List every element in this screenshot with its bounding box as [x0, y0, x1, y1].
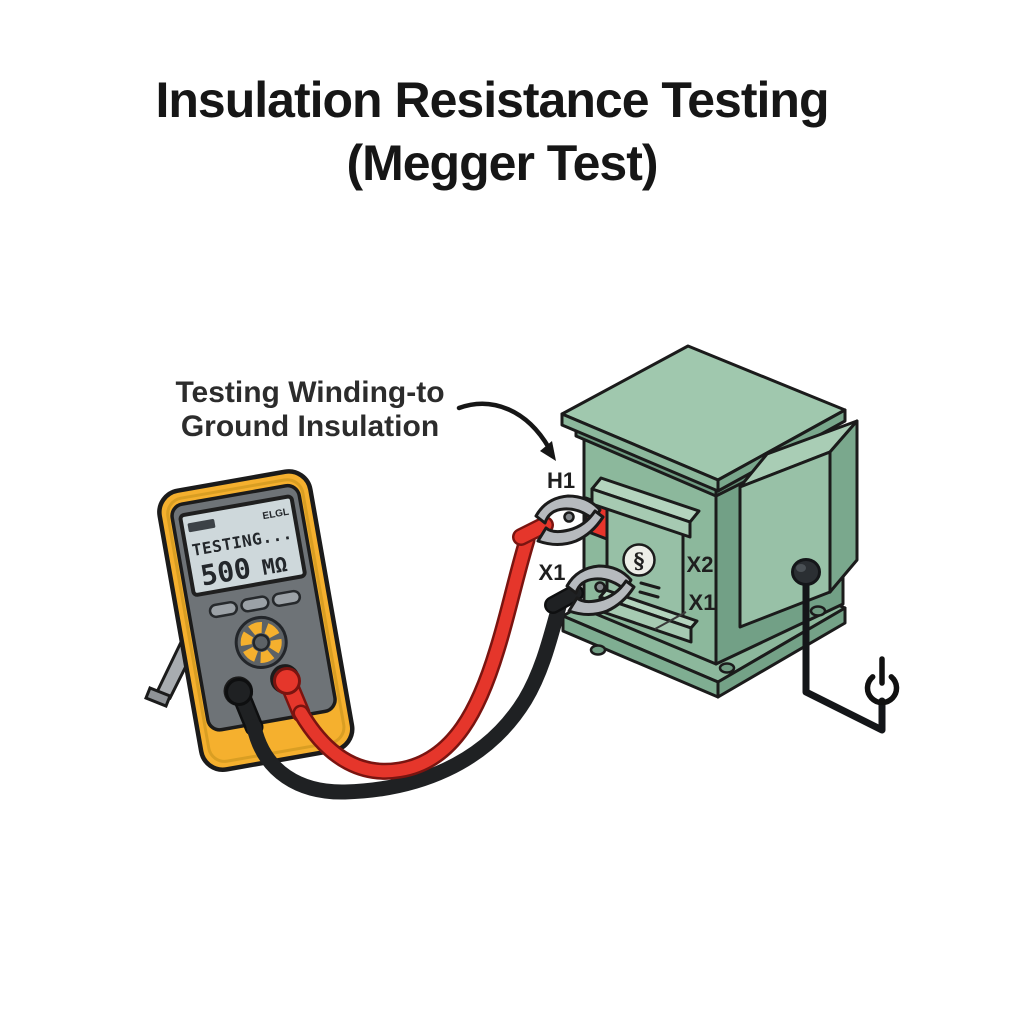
page-subtitle: (Megger Test) [346, 135, 657, 191]
mounting-hole [589, 644, 607, 656]
panel-label-x1: X1 [689, 590, 716, 615]
test-lead-red [295, 534, 533, 778]
annotation-arrow [456, 401, 556, 461]
black-clip-pivot [594, 581, 606, 593]
coil-emblem [622, 543, 656, 577]
knob-highlight [796, 564, 806, 572]
transformer-lid [560, 344, 847, 498]
winding-cover-panel: § [590, 476, 701, 644]
power-icon [864, 656, 900, 706]
meter-body-inner-edge [166, 478, 346, 763]
dial-center [252, 633, 270, 652]
terminal-label-h1: H1 [547, 468, 575, 493]
x1-leader-line [654, 611, 687, 630]
black-clip-boot [546, 586, 582, 612]
annotation-line-1: Testing Winding-to [175, 376, 444, 409]
red-clip-lower-jaw [536, 509, 605, 546]
annotation-line-2: Ground Insulation [181, 410, 439, 443]
lcd-reading-unit: MΩ [260, 552, 289, 580]
alligator-clip-black-lead [544, 564, 636, 616]
ground-wire [802, 579, 886, 734]
kickstand-foot [144, 686, 172, 708]
terminal-label-x1: X1 [539, 560, 566, 585]
black-clip-lower-jaw [567, 579, 636, 616]
coil-emblem-glyph: § [634, 548, 645, 573]
meter-button [271, 589, 302, 607]
arrow-curve [456, 401, 552, 451]
transformer: § [560, 344, 900, 734]
mounting-holes [589, 605, 827, 674]
meter-button [240, 595, 270, 613]
red-clip-boot [514, 518, 552, 544]
terminal-label-x2: X2 [687, 552, 714, 577]
test-lead-black [246, 595, 568, 800]
dial-ring [240, 621, 282, 663]
mounting-hole [718, 662, 736, 674]
mounting-hole [809, 605, 827, 617]
lcd-brand-text: ELGL [262, 507, 290, 522]
rating-marks [638, 581, 661, 599]
alligator-clip-red-lead [512, 494, 605, 546]
page-title: Insulation Resistance Testing [155, 72, 828, 128]
lcd-badge [187, 519, 216, 533]
red-plug-head [273, 667, 301, 695]
meter-dial [234, 615, 288, 669]
meter-buttons [208, 589, 302, 619]
ground-terminal-knob [791, 558, 821, 586]
meter-button [208, 600, 239, 619]
arrow-head [540, 441, 556, 461]
red-clip-pivot [563, 511, 575, 523]
black-plug-head [225, 678, 253, 706]
